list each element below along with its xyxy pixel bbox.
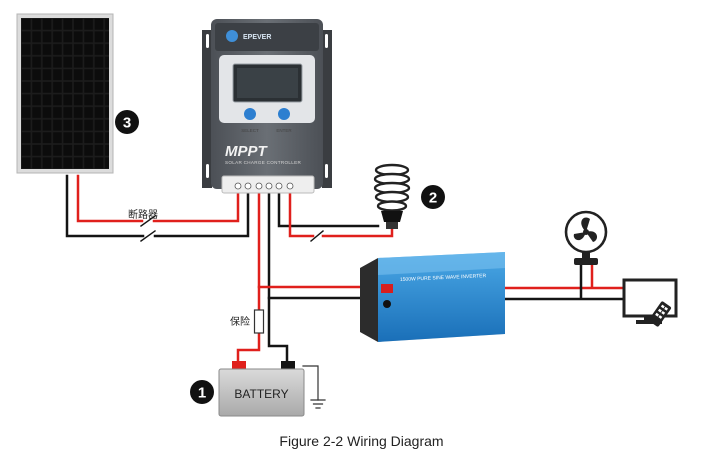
controller-subtitle: SOLAR CHARGE CONTROLLER [225, 160, 301, 165]
select-button [244, 108, 256, 120]
inverter: 1500W PURE SINE WAVE INVERTER [360, 252, 505, 342]
marker-1-text: 1 [198, 385, 206, 402]
marker-1-badge: 1 [190, 380, 214, 404]
ac-black-wire [504, 258, 626, 301]
pv-negative-wire [65, 174, 250, 238]
fuse-label: 保险 [230, 315, 250, 328]
ac-red-wire [504, 258, 626, 290]
cfl-bulb [373, 163, 411, 229]
controller-left-wing [202, 30, 212, 188]
fan [564, 210, 608, 265]
battery-positive-terminal [232, 361, 246, 370]
ground-symbol [310, 399, 326, 409]
controller-brand: EPEVER [243, 34, 271, 41]
load-negative-wire [277, 191, 380, 228]
fuse [253, 309, 265, 334]
select-button-label: SELECT [241, 128, 259, 133]
marker-2-badge: 2 [421, 185, 445, 209]
breaker-switch-negative [140, 230, 156, 242]
figure-caption: Figure 2-2 Wiring Diagram [279, 433, 444, 449]
marker-2-text: 2 [429, 190, 437, 207]
breaker-switch-positive [140, 215, 156, 227]
tv-remote [648, 301, 672, 327]
battery: BATTERY [218, 361, 305, 417]
battery-negative-terminal [281, 361, 295, 370]
load-positive-wire [288, 191, 394, 238]
battery-label: BATTERY [234, 387, 288, 401]
battery-negative-wire [267, 191, 289, 364]
ground-wire [302, 365, 319, 401]
controller-terminals [234, 182, 294, 190]
battery-positive-wire [236, 191, 261, 364]
charge-controller: EPEVER SELECT ENTER MPPT SOLAR CHARGE CO… [202, 19, 332, 194]
solar-panel [16, 13, 114, 174]
enter-button [278, 108, 290, 120]
marker-3-text: 3 [123, 115, 131, 132]
enter-button-label: ENTER [276, 128, 292, 133]
pv-positive-wire [76, 174, 240, 223]
television [622, 278, 678, 327]
controller-title: MPPT [225, 143, 269, 160]
breaker-label: 断路器 [128, 208, 158, 221]
load-switch [310, 230, 324, 242]
controller-right-wing [322, 30, 332, 188]
inverter-label: 1500W PURE SINE WAVE INVERTER [400, 273, 487, 283]
marker-3-badge: 3 [115, 110, 139, 134]
